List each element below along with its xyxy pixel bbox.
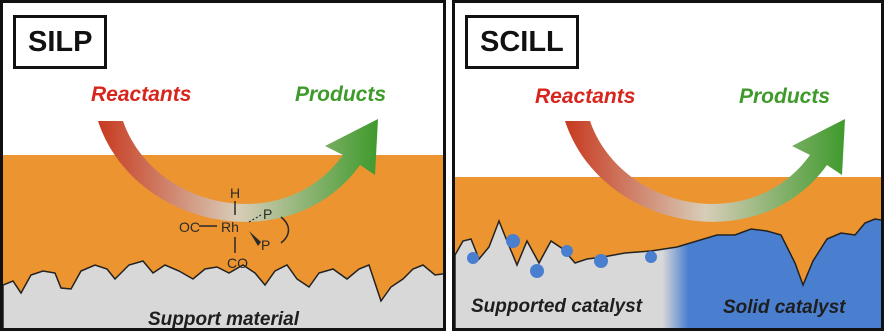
support-material-label: Support material bbox=[148, 309, 299, 330]
solid-catalyst-label: Solid catalyst bbox=[723, 297, 846, 318]
scill-panel: SCILL Reactants Products Supported catal… bbox=[452, 0, 884, 331]
silp-reactants-label: Reactants bbox=[91, 83, 192, 106]
catalyst-particle bbox=[530, 264, 544, 278]
catalyst-particle bbox=[561, 245, 573, 257]
silp-title: SILP bbox=[13, 15, 108, 69]
silp-products-label: Products bbox=[295, 83, 387, 106]
complex-co-label: CO bbox=[227, 255, 248, 271]
scill-diagram bbox=[455, 119, 881, 328]
complex-h-label: H bbox=[230, 185, 240, 201]
scill-products-label: Products bbox=[739, 85, 831, 108]
scill-reactants-label: Reactants bbox=[535, 85, 636, 108]
reaction-arrow bbox=[98, 119, 378, 222]
catalyst-particle bbox=[645, 251, 657, 263]
catalyst-particle bbox=[506, 234, 520, 248]
catalyst-particle bbox=[594, 254, 608, 268]
reaction-arrow bbox=[565, 119, 845, 222]
silp-diagram: H OC Rh P P CO bbox=[3, 119, 443, 328]
complex-rh-label: Rh bbox=[221, 219, 239, 235]
catalyst-particles bbox=[467, 234, 657, 278]
silp-panel: H OC Rh P P CO SILP Reactants Products S… bbox=[0, 0, 446, 331]
rh-complex: H OC Rh P P CO bbox=[179, 185, 290, 271]
catalyst-particle bbox=[467, 252, 479, 264]
scill-title: SCILL bbox=[465, 15, 579, 69]
complex-oc-label: OC bbox=[179, 219, 200, 235]
complex-p-upper-label: P bbox=[263, 206, 272, 222]
complex-p-lower-label: P bbox=[261, 237, 270, 253]
solid-surface bbox=[455, 218, 881, 328]
support-material bbox=[3, 260, 443, 328]
supported-catalyst-label: Supported catalyst bbox=[471, 296, 643, 317]
